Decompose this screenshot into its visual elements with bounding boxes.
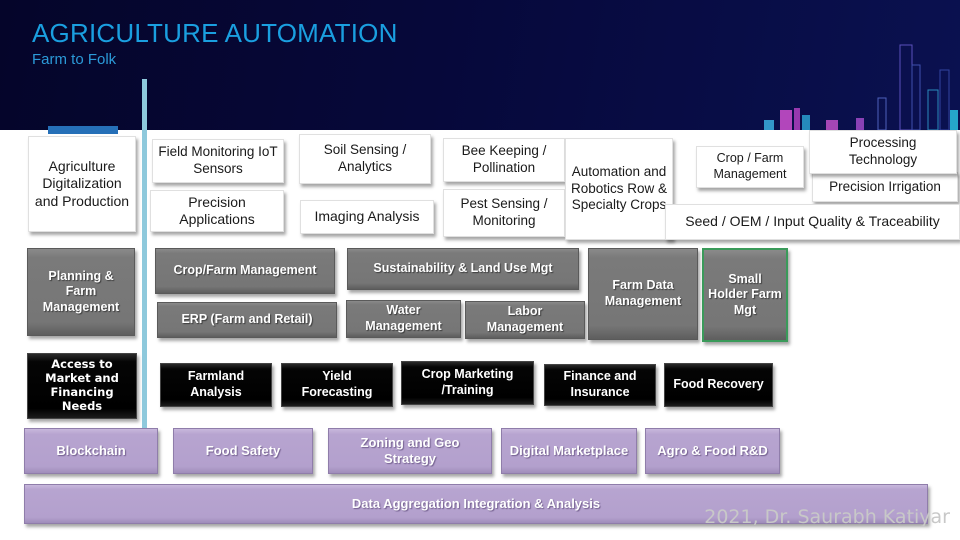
item-agro-food-rnd[interactable]: Agro & Food R&D xyxy=(645,428,780,474)
section-divider xyxy=(142,79,147,429)
item-labor-management[interactable]: Labor Management xyxy=(465,301,585,339)
item-label: Field Monitoring IoT Sensors xyxy=(158,144,278,176)
copyright-watermark: 2021, Dr. Saurabh Katiyar xyxy=(704,506,950,528)
item-imaging-analysis[interactable]: Imaging Analysis xyxy=(300,200,434,234)
item-soil-sensing[interactable]: Soil Sensing / Analytics xyxy=(299,134,431,184)
item-yield-forecasting[interactable]: Yield Forecasting xyxy=(281,363,393,407)
item-label: Finance and Insurance xyxy=(563,369,637,399)
item-label: Crop Marketing /Training xyxy=(421,367,514,397)
item-label: Sustainability & Land Use Mgt xyxy=(373,261,553,276)
item-bee-keeping[interactable]: Bee Keeping / Pollination xyxy=(443,138,565,182)
item-label: ERP (Farm and Retail) xyxy=(181,312,313,327)
city-skyline-icon xyxy=(764,44,958,130)
category-access-label: Access to Market and Financing Needs xyxy=(45,357,119,413)
item-small-holder-farm[interactable]: Small Holder Farm Mgt xyxy=(702,248,788,342)
item-precision-applications[interactable]: Precision Applications xyxy=(150,190,284,232)
item-label: Pest Sensing / Monitoring xyxy=(460,196,548,228)
item-label: Small Holder Farm Mgt xyxy=(708,271,782,317)
item-label: Processing Technology xyxy=(848,135,918,167)
item-label: Digital Marketplace xyxy=(509,442,629,458)
item-precision-irrigation[interactable]: Precision Irrigation xyxy=(812,172,958,202)
item-label: Crop / Farm Management xyxy=(713,151,787,181)
item-label: Agro & Food R&D xyxy=(657,442,768,458)
item-seed-oem-traceability[interactable]: Seed / OEM / Input Quality & Traceabilit… xyxy=(665,204,960,240)
category-digitalization-label: Agriculture Digitalization and Productio… xyxy=(34,157,130,209)
item-label: Farmland Analysis xyxy=(187,369,245,399)
item-label: Bee Keeping / Pollination xyxy=(461,143,547,175)
item-label: Soil Sensing / Analytics xyxy=(323,142,407,174)
item-data-aggregation[interactable]: Data Aggregation Integration & Analysis xyxy=(24,484,928,524)
item-zoning-geo-strategy[interactable]: Zoning and Geo Strategy xyxy=(328,428,492,474)
item-food-recovery[interactable]: Food Recovery xyxy=(664,363,773,407)
item-farm-data-management[interactable]: Farm Data Management xyxy=(588,248,698,340)
item-label: Food Recovery xyxy=(673,377,764,392)
item-sustainability[interactable]: Sustainability & Land Use Mgt xyxy=(347,248,579,290)
item-label: Labor Management xyxy=(486,304,564,334)
item-erp[interactable]: ERP (Farm and Retail) xyxy=(157,302,337,338)
header-banner: AGRICULTURE AUTOMATION Farm to Folk xyxy=(0,0,960,130)
item-crop-farm-management[interactable]: Crop / Farm Management xyxy=(696,146,804,188)
item-pest-sensing[interactable]: Pest Sensing / Monitoring xyxy=(443,189,565,237)
category-planning-label: Planning & Farm Management xyxy=(42,268,120,314)
item-crop-farm-mgmt[interactable]: Crop/Farm Management xyxy=(155,248,335,294)
item-label: Crop/Farm Management xyxy=(173,263,317,278)
item-blockchain[interactable]: Blockchain xyxy=(24,428,158,474)
item-label: Data Aggregation Integration & Analysis xyxy=(351,495,601,511)
item-processing-technology[interactable]: Processing Technology xyxy=(809,130,957,174)
item-field-monitoring[interactable]: Field Monitoring IoT Sensors xyxy=(152,139,284,183)
item-farmland-analysis[interactable]: Farmland Analysis xyxy=(160,363,272,407)
item-crop-marketing[interactable]: Crop Marketing /Training xyxy=(401,361,534,405)
item-label: Zoning and Geo Strategy xyxy=(360,434,460,466)
item-digital-marketplace[interactable]: Digital Marketplace xyxy=(501,428,637,474)
page-title: AGRICULTURE AUTOMATION xyxy=(32,18,398,48)
item-finance-insurance[interactable]: Finance and Insurance xyxy=(544,364,656,406)
item-water-management[interactable]: Water Management xyxy=(346,300,461,338)
item-label: Precision Irrigation xyxy=(829,178,941,194)
category-access[interactable]: Access to Market and Financing Needs xyxy=(27,353,137,419)
item-label: Blockchain xyxy=(56,442,126,458)
category-planning[interactable]: Planning & Farm Management xyxy=(27,248,135,336)
item-label: Automation and Robotics Row & Specialty … xyxy=(570,163,668,213)
item-label: Farm Data Management xyxy=(604,278,682,308)
item-label: Yield Forecasting xyxy=(301,369,373,399)
item-label: Water Management xyxy=(365,303,442,333)
accent-bar xyxy=(48,126,118,134)
item-label: Imaging Analysis xyxy=(314,208,420,225)
item-label: Food Safety xyxy=(205,442,281,458)
item-automation-robotics[interactable]: Automation and Robotics Row & Specialty … xyxy=(565,138,673,240)
item-label: Seed / OEM / Input Quality & Traceabilit… xyxy=(685,213,940,230)
page-subtitle: Farm to Folk xyxy=(32,51,117,68)
category-digitalization[interactable]: Agriculture Digitalization and Productio… xyxy=(28,136,136,232)
item-food-safety[interactable]: Food Safety xyxy=(173,428,313,474)
item-label: Precision Applications xyxy=(179,193,255,228)
